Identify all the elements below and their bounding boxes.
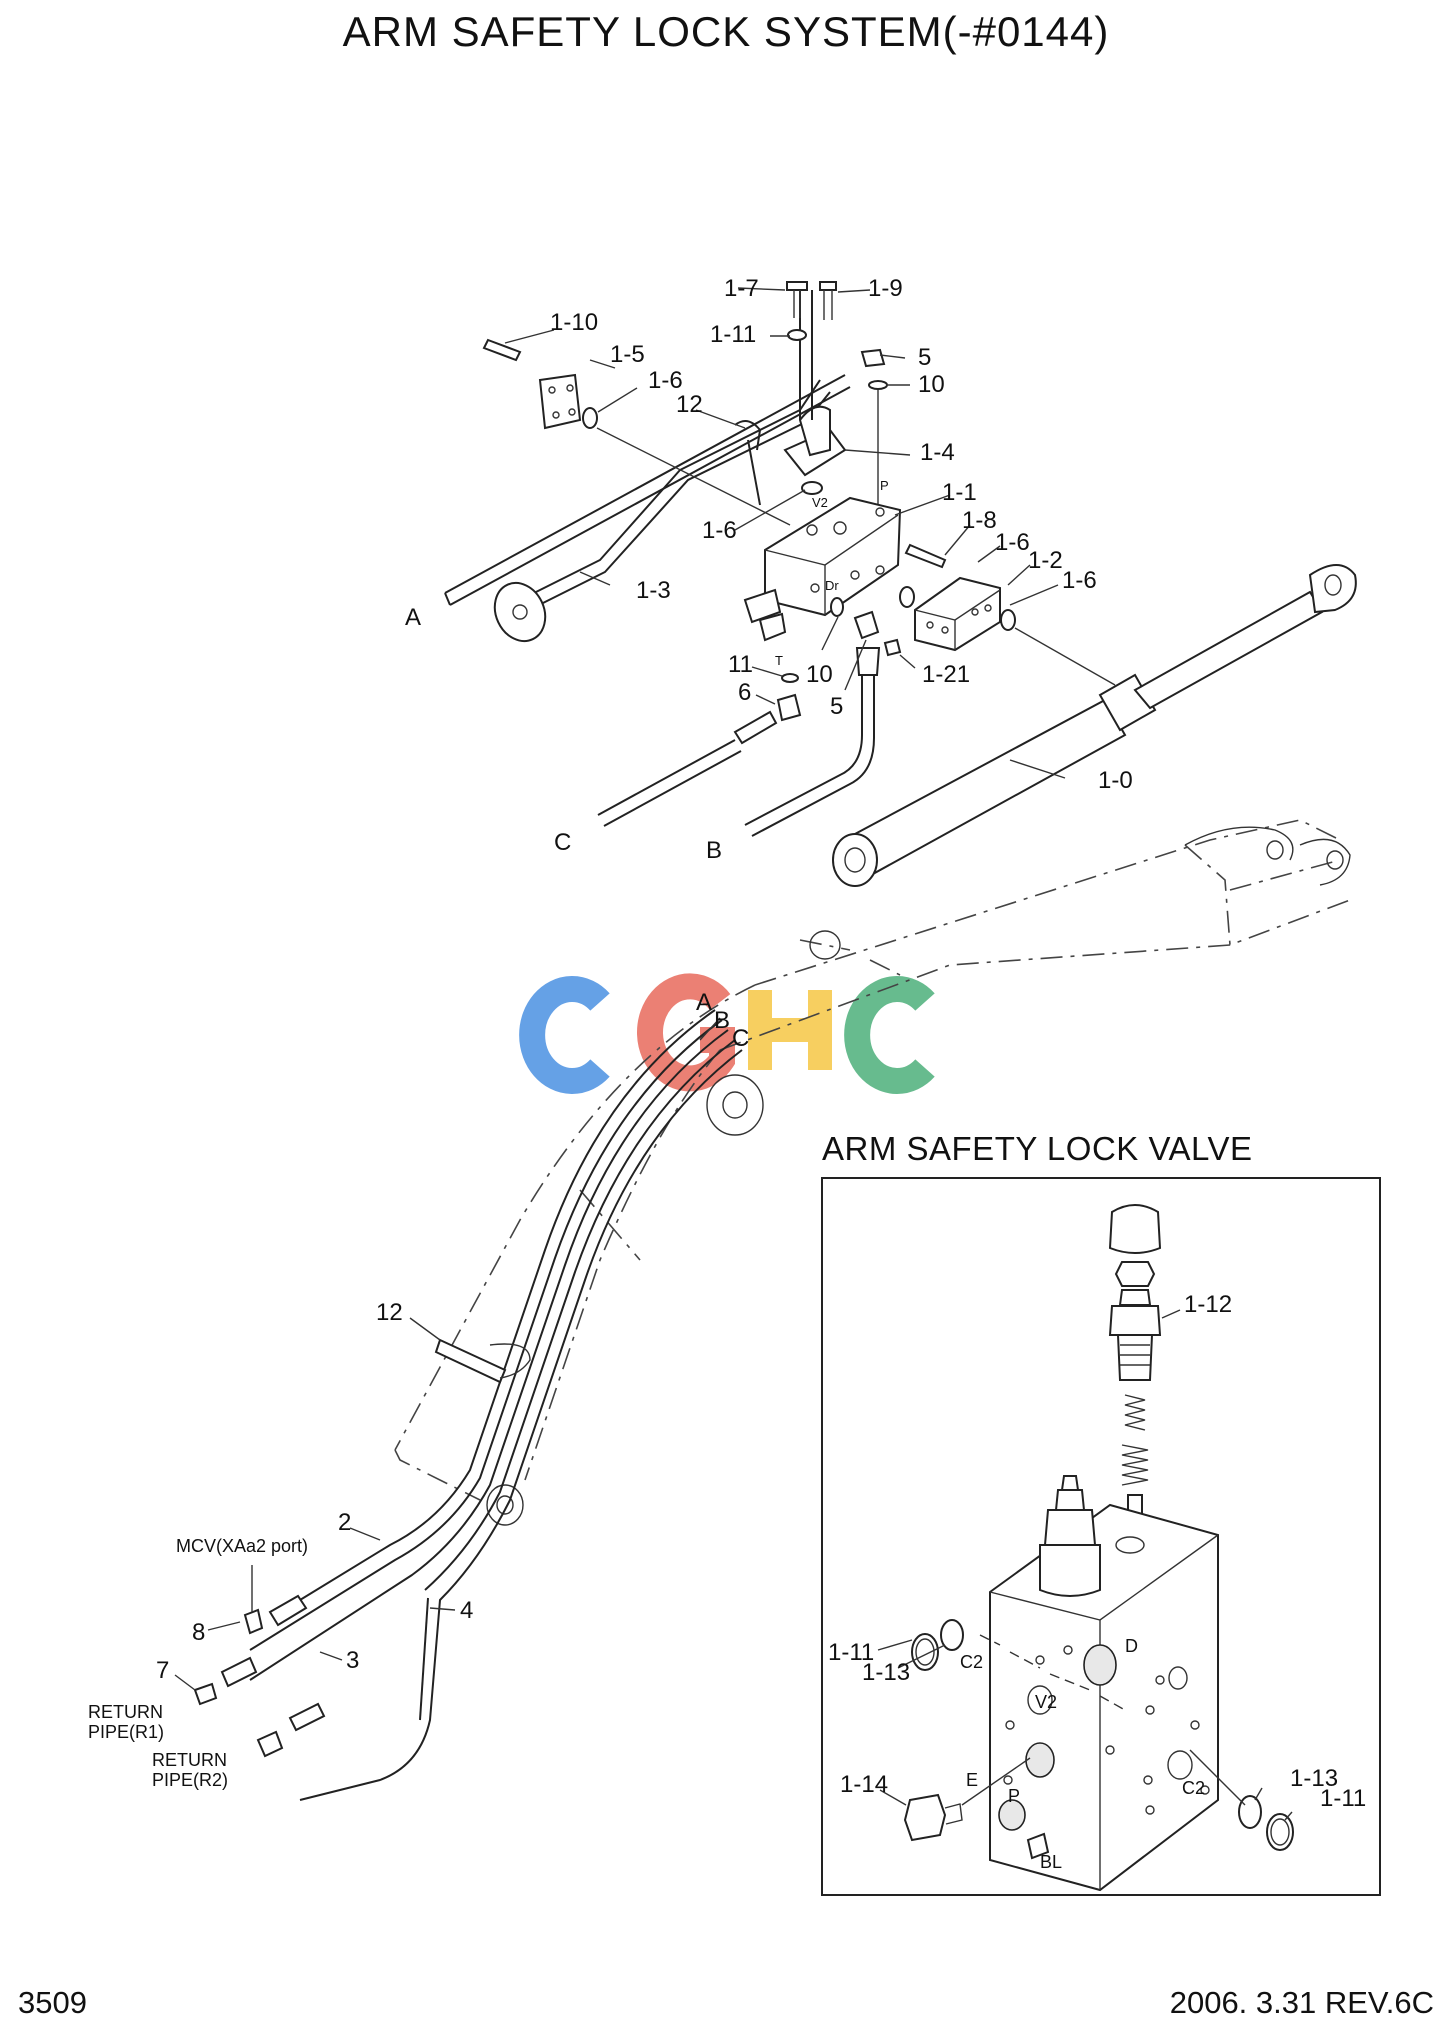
- callout-4: 4: [460, 1597, 473, 1624]
- page-number: 3509: [18, 1985, 87, 2020]
- callout-1-6-a: 1-6: [648, 367, 683, 394]
- callout-C-upper: C: [554, 829, 571, 856]
- callout-5-top: 5: [918, 344, 931, 371]
- inset-port-c2-right: C2: [1182, 1778, 1205, 1798]
- port-p-label: P: [880, 478, 889, 493]
- inset-port-bl: BL: [1040, 1852, 1062, 1872]
- callout-C-arm: C: [732, 1025, 749, 1052]
- callout-1-4: 1-4: [920, 439, 955, 466]
- port-v2-label: V2: [812, 495, 828, 510]
- callout-1-3: 1-3: [636, 577, 671, 604]
- callout-8: 8: [192, 1619, 205, 1646]
- callout-1-8: 1-8: [962, 507, 997, 534]
- port-t-label: T: [775, 653, 783, 668]
- callout-5-bottom: 5: [830, 693, 843, 720]
- callout-1-6-b: 1-6: [995, 529, 1030, 556]
- callout-1-1: 1-1: [942, 479, 977, 506]
- inset-port-p: P: [1008, 1786, 1020, 1806]
- callout-A-arm: A: [696, 989, 712, 1016]
- callout-11: 11: [728, 651, 753, 678]
- callout-10-bottom: 10: [806, 661, 833, 688]
- inset-valve-drawing: [877, 1204, 1294, 1892]
- callout-1-10: 1-10: [550, 309, 598, 336]
- callout-7: 7: [156, 1657, 169, 1684]
- callout-1-9: 1-9: [868, 275, 903, 302]
- callout-1-0: 1-0: [1098, 767, 1133, 794]
- arm-boom-outline: [174, 819, 1351, 1801]
- callout-1-2: 1-2: [1028, 547, 1063, 574]
- inset-port-c2-left: C2: [960, 1652, 983, 1672]
- callout-2: 2: [338, 1509, 351, 1536]
- callout-1-5: 1-5: [610, 341, 645, 368]
- return-pipe-r1-line2: PIPE(R1): [88, 1722, 164, 1742]
- watermark-logo: [519, 973, 935, 1094]
- inset-port-d: D: [1125, 1636, 1138, 1656]
- return-pipe-r2-line2: PIPE(R2): [152, 1770, 228, 1790]
- callout-A-upper: A: [405, 604, 421, 631]
- callout-B-upper: B: [706, 837, 722, 864]
- callout-1-21: 1-21: [922, 661, 970, 688]
- inset-callout-1-11-left: 1-11: [828, 1639, 874, 1666]
- upper-exploded-view: [444, 281, 1357, 887]
- inset-title: ARM SAFETY LOCK VALVE: [822, 1130, 1253, 1167]
- callout-6: 6: [738, 679, 751, 706]
- port-dr-label: Dr: [825, 578, 839, 593]
- inset-callout-1-12: 1-12: [1184, 1291, 1232, 1318]
- return-pipe-r2-line1: RETURN: [152, 1750, 227, 1770]
- return-pipe-r1-line1: RETURN: [88, 1702, 163, 1722]
- mcv-port-label: MCV(XAa2 port): [176, 1536, 308, 1556]
- callout-1-6-c: 1-6: [1062, 567, 1097, 594]
- inset-callout-1-13-right: 1-13: [1290, 1765, 1338, 1792]
- callout-12-arm: 12: [376, 1299, 403, 1326]
- callout-12-top: 12: [676, 391, 703, 418]
- page-title: ARM SAFETY LOCK SYSTEM(-#0144): [342, 8, 1110, 55]
- callout-1-11: 1-11: [710, 321, 756, 348]
- inset-callout-1-11-right: 1-11: [1320, 1785, 1366, 1812]
- inset-frame: [821, 1177, 1381, 1896]
- revision-date: 2006. 3.31 REV.6C: [1169, 1985, 1434, 2020]
- inset-port-v2: V2: [1035, 1692, 1057, 1712]
- inset-callout-1-13-left: 1-13: [862, 1659, 910, 1686]
- callout-1-6-d: 1-6: [702, 517, 737, 544]
- callout-B-arm: B: [714, 1007, 730, 1034]
- callout-10-top: 10: [918, 371, 945, 398]
- callout-3: 3: [346, 1647, 359, 1674]
- inset-callout-1-14: 1-14: [840, 1771, 888, 1798]
- callout-1-7: 1-7: [724, 275, 759, 302]
- inset-port-e: E: [966, 1770, 978, 1790]
